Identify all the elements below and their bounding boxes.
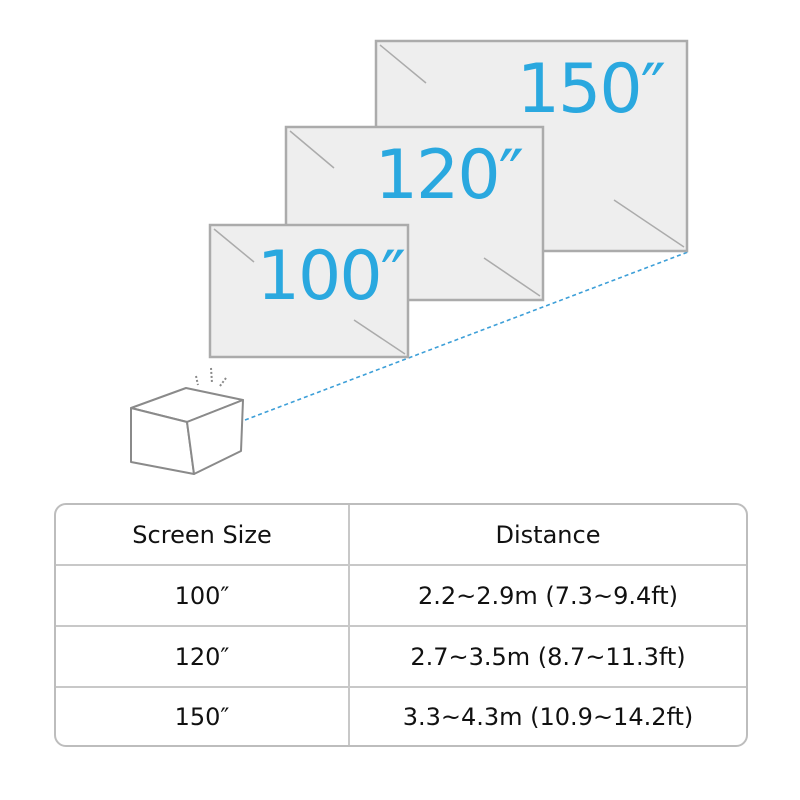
table-row: 100″ 2.2~2.9m (7.3~9.4ft) [56, 566, 746, 627]
screen-label-100: 100″ [257, 237, 405, 316]
row-distance: 2.7~3.5m (8.7~11.3ft) [410, 642, 686, 671]
screen-120: 120″ [284, 125, 545, 302]
projector-cube-icon [130, 367, 244, 475]
header-distance: Distance [495, 520, 601, 549]
header-screen-size: Screen Size [56, 505, 350, 564]
table-header-row: Screen Size Distance [56, 505, 746, 566]
row-screen-size: 150″ [56, 688, 350, 745]
screen-label-120: 120″ [375, 136, 523, 215]
screen-label-150: 150″ [517, 50, 665, 129]
screen-size-diagram: 150″ 120″ 100″ [130, 39, 689, 475]
row-screen-size: 100″ [56, 566, 350, 625]
row-distance: 2.2~2.9m (7.3~9.4ft) [417, 581, 679, 610]
row-screen-size: 120″ [56, 627, 350, 686]
table-row: 150″ 3.3~4.3m (10.9~14.2ft) [56, 688, 746, 745]
screen-100: 100″ [208, 223, 410, 359]
distance-table: Screen Size Distance 100″ 2.2~2.9m (7.3~… [54, 503, 748, 747]
row-distance: 3.3~4.3m (10.9~14.2ft) [402, 703, 694, 731]
table-row: 120″ 2.7~3.5m (8.7~11.3ft) [56, 627, 746, 688]
projection-line [244, 251, 689, 421]
